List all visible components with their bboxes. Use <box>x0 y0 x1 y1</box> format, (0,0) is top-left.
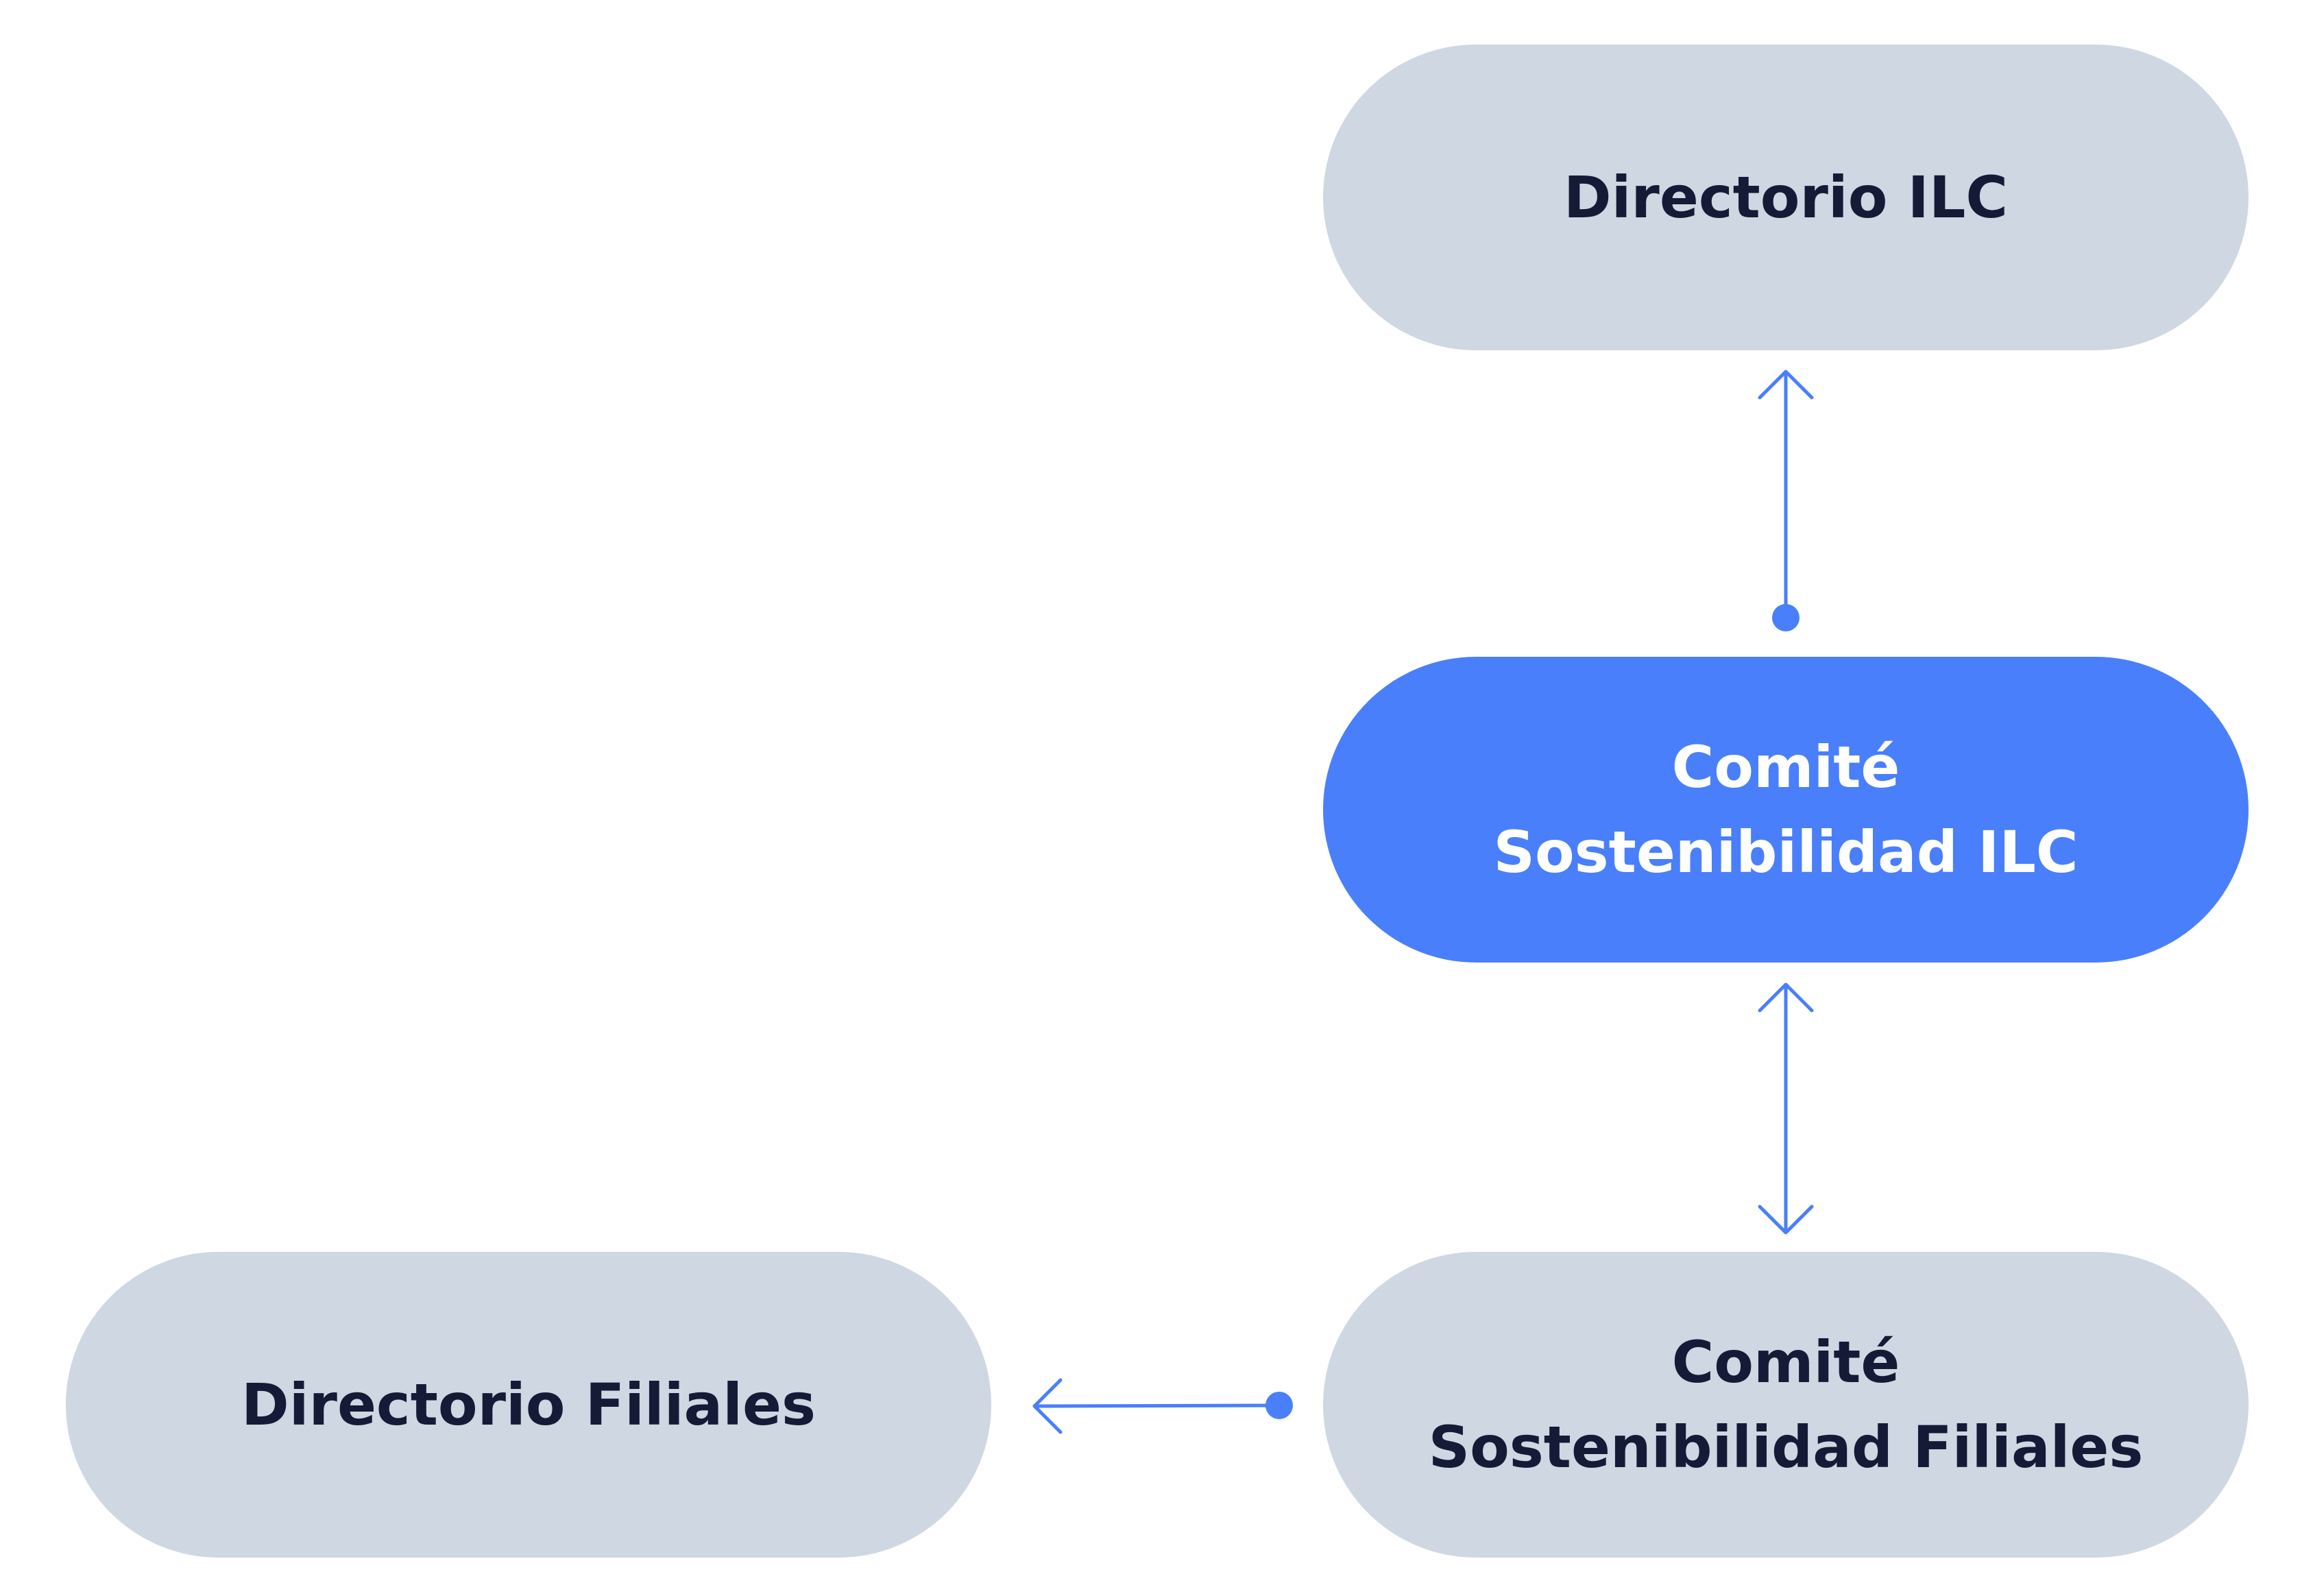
connector-dot-icon <box>1265 1392 1293 1419</box>
node-label-line: Sostenibilidad Filiales <box>1428 1414 2144 1481</box>
connector-dot-icon <box>1772 604 1800 631</box>
node-label-line: Comité <box>1671 734 1900 801</box>
arrowhead-up-icon <box>1758 370 1814 400</box>
node-label-line: Directorio ILC <box>1563 164 2009 231</box>
node-label-line: Comité <box>1671 1329 1900 1396</box>
edge-comite-ilc-to-directorio-ilc <box>1758 370 1814 631</box>
node-comite-sostenibilidad-ilc: Comité Sostenibilidad ILC <box>1323 657 2249 963</box>
node-directorio-filiales: Directorio Filiales <box>66 1252 991 1558</box>
node-comite-sostenibilidad-filiales: Comité Sostenibilidad Filiales <box>1323 1252 2249 1558</box>
edge-comite-filiales-to-directorio-filiales <box>1032 1378 1293 1434</box>
arrowhead-down-icon <box>1758 1205 1814 1235</box>
edge-comite-ilc-to-comite-filiales <box>1758 982 1814 1235</box>
arrowhead-left-icon <box>1032 1378 1063 1434</box>
node-label-line: Directorio Filiales <box>241 1371 816 1438</box>
arrowhead-up-icon <box>1758 982 1814 1013</box>
node-directorio-ilc: Directorio ILC <box>1323 45 2249 350</box>
edge-line <box>1034 1403 1280 1408</box>
node-label-line: Sostenibilidad ILC <box>1493 819 2079 886</box>
